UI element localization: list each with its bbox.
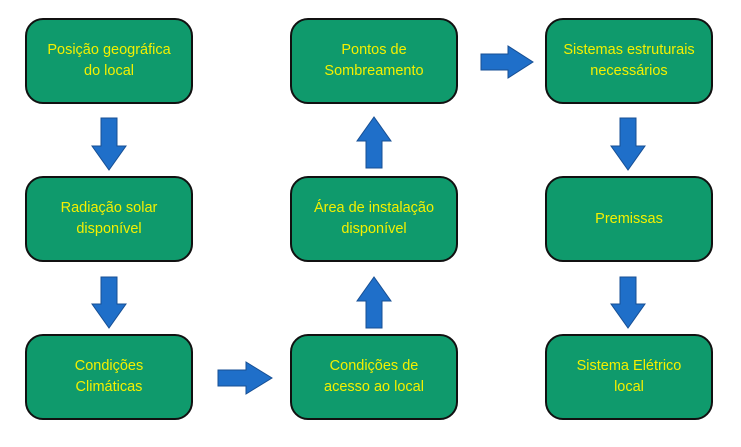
- node-pontos-sombreamento: Pontos de Sombreamento: [290, 18, 458, 104]
- node-label: Sistema Elétrico local: [576, 358, 682, 395]
- arrow-area-instalacao-to-pontos-sombreamento: [356, 116, 392, 169]
- node-condicoes-climaticas: Condições Climáticas: [25, 334, 193, 420]
- node-label: Radiação solar disponível: [60, 200, 158, 237]
- node-label: Sistemas estruturais necessários: [563, 42, 695, 79]
- node-label: Pontos de Sombreamento: [324, 42, 424, 79]
- node-sistema-eletrico: Sistema Elétrico local: [545, 334, 713, 420]
- arrow-pontos-sombreamento-to-sistemas-estruturais: [480, 45, 534, 79]
- node-label: Premissas: [595, 210, 663, 227]
- node-label: Posição geográfica do local: [47, 42, 171, 79]
- arrow-premissas-to-sistema-eletrico: [610, 276, 646, 329]
- node-premissas: Premissas: [545, 176, 713, 262]
- node-label: Área de instalação disponível: [313, 200, 435, 237]
- node-condicoes-acesso: Condições de acesso ao local: [290, 334, 458, 420]
- arrow-posicao-to-radiacao: [91, 117, 127, 171]
- node-label: Condições de acesso ao local: [324, 358, 424, 395]
- node-label: Condições Climáticas: [74, 358, 144, 395]
- node-sistemas-estruturais: Sistemas estruturais necessários: [545, 18, 713, 104]
- arrow-condicoes-acesso-to-area-instalacao: [356, 276, 392, 329]
- node-posicao-geografica: Posição geográfica do local: [25, 18, 193, 104]
- arrow-sistemas-estruturais-to-premissas: [610, 117, 646, 171]
- node-radiacao-solar: Radiação solar disponível: [25, 176, 193, 262]
- arrow-radiacao-to-condicoes-climaticas: [91, 276, 127, 329]
- node-area-instalacao: Área de instalação disponível: [290, 176, 458, 262]
- arrow-condicoes-climaticas-to-condicoes-acesso: [217, 361, 273, 395]
